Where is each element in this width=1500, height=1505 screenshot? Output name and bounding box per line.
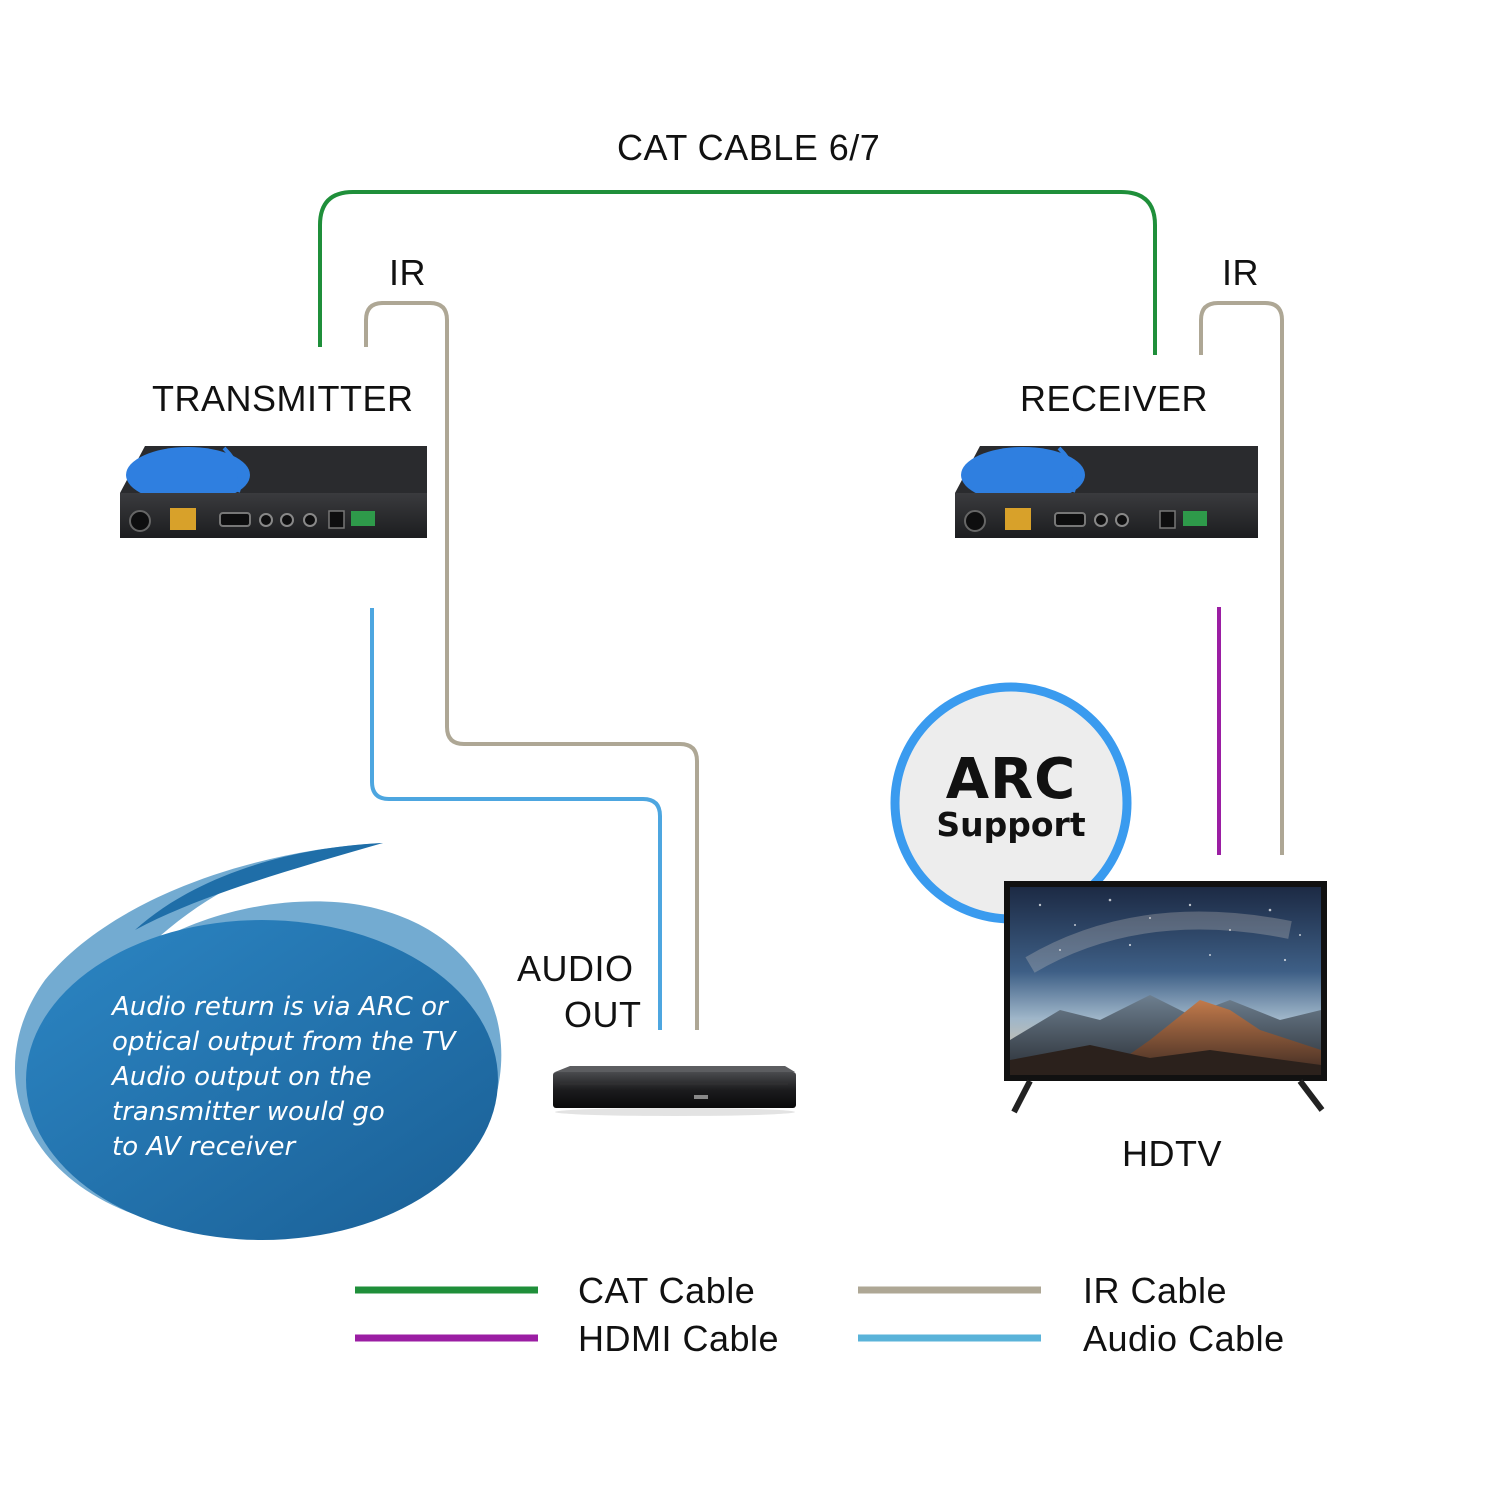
cat-cable-label: CAT CABLE 6/7 [617,127,881,168]
transmitter-device [120,446,427,538]
ir-label-right: IR [1222,252,1259,293]
audio-cable-line [370,608,662,1030]
note-text: Audio return is via ARC or optical outpu… [112,990,492,1165]
note-line: optical output from the TV [112,1027,456,1057]
note-line: to AV receiver [112,1132,296,1162]
arc-sub-label: Support [936,805,1086,844]
arc-main-label: ARC [945,747,1077,812]
ir-label-left: IR [389,252,426,293]
note-line: Audio output on the [112,1062,372,1092]
transmitter-label: TRANSMITTER [152,378,414,419]
note-line: transmitter would go [112,1097,385,1127]
cat-cable-line [318,190,1157,355]
ir-cable-right [1199,301,1284,855]
audio-out-label-line2: OUT [564,994,642,1035]
dvd-player [553,1066,796,1116]
arc-badge-text: ARC Support [893,685,1129,921]
note-bubble [14,843,502,1240]
hdtv-device [1004,881,1327,1114]
legend-label-audio: Audio Cable [1083,1318,1285,1359]
audio-out-label-line1: AUDIO [517,948,634,989]
legend-label-hdmi: HDMI Cable [578,1318,780,1359]
legend-label-cat: CAT Cable [578,1270,756,1311]
ir-cable-left [364,301,699,1030]
hdtv-label: HDTV [1122,1133,1222,1174]
note-line: Audio return is via ARC or [112,992,448,1022]
legend-label-ir: IR Cable [1083,1270,1228,1311]
receiver-label: RECEIVER [1020,378,1209,419]
receiver-device [955,446,1258,538]
